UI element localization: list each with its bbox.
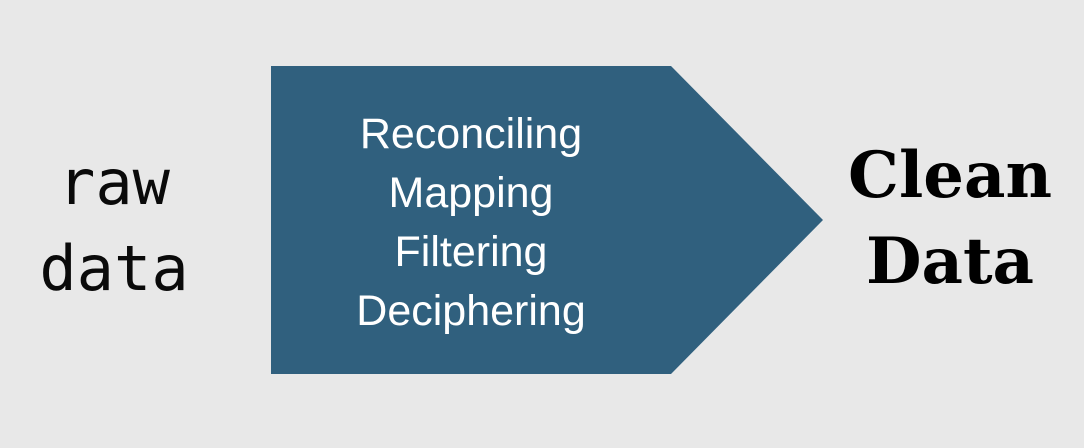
process-step-deciphering: Deciphering: [356, 287, 586, 335]
input-label-line-1: raw: [58, 146, 170, 219]
process-step-reconciling: Reconciling: [359, 110, 583, 158]
output-label: Clean Data: [836, 133, 1064, 305]
process-arrow: Reconciling Mapping Filtering Decipherin…: [271, 66, 823, 374]
process-step-filtering: Filtering: [394, 228, 548, 276]
right-arrow-icon: [271, 66, 823, 374]
process-step-list: Reconciling Mapping Filtering Decipherin…: [271, 66, 671, 374]
output-label-line-1: Clean: [848, 138, 1052, 213]
process-step-mapping: Mapping: [388, 169, 554, 217]
input-label-line-2: data: [39, 232, 189, 305]
output-label-line-2: Data: [866, 224, 1034, 299]
input-label: raw data: [0, 140, 228, 312]
